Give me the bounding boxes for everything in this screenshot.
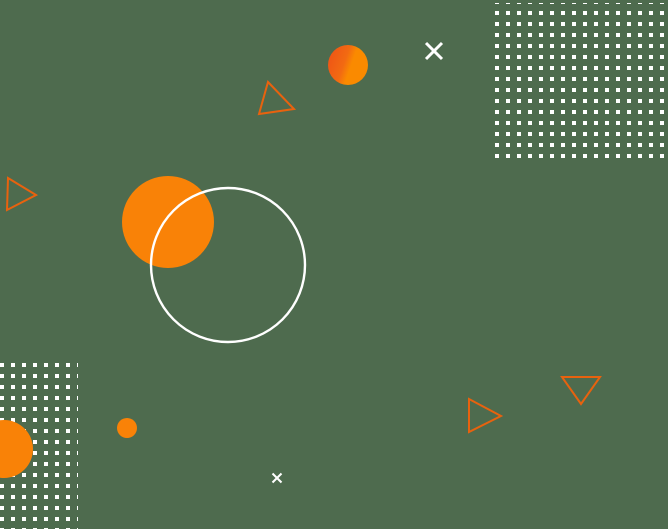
circle-outline-white — [149, 186, 307, 344]
circle-orange-edge — [0, 420, 33, 478]
circle-orange-large — [122, 176, 214, 268]
triangle-top-pointing-up — [257, 80, 297, 116]
triangle-pointing-down — [560, 376, 602, 406]
cross-large — [424, 41, 444, 61]
circle-orange-small-top — [328, 45, 368, 85]
dot-grid-top-right — [490, 3, 668, 163]
cross-small — [271, 472, 283, 484]
triangle-left-pointing-right — [5, 176, 39, 212]
circle-orange-tiny — [117, 418, 137, 438]
triangle-bottom-pointing-right — [468, 397, 504, 434]
